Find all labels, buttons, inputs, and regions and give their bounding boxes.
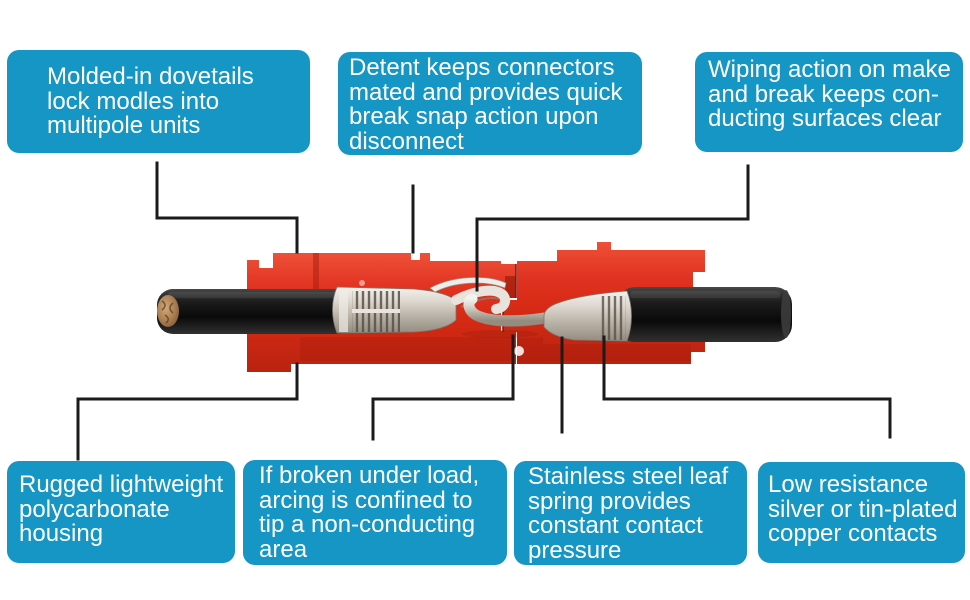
leader-line-contacts [602, 335, 892, 439]
callout-low-resistance: Low resistance silver or tin-plated copp… [758, 462, 965, 563]
leader-line-housing [76, 362, 299, 461]
leader-line-dovetails [155, 161, 299, 254]
right-contact-shape [463, 290, 632, 342]
leader-lines [76, 161, 892, 461]
left-cable-shape [157, 289, 353, 334]
glare-highlights [359, 280, 538, 356]
callout-leaf-spring: Stainless steel leaf spring provides con… [514, 461, 747, 565]
left-contact-shape [332, 277, 511, 334]
right-cable-shape [618, 287, 792, 342]
copper-strands-shape [157, 295, 179, 327]
callout-molded-dovetails: Molded-in dovetails lock modles into mul… [7, 50, 310, 153]
left-leaf-spring-shape [429, 277, 507, 293]
callout-arcing: If broken under load, arcing is confined… [243, 460, 507, 565]
housing-inner-shading [300, 253, 691, 362]
leader-line-wiping [475, 164, 750, 292]
callout-wiping-action: Wiping action on make and break keeps co… [695, 52, 963, 152]
leader-line-arcing [371, 334, 515, 441]
callout-housing: Rugged lightweight polycarbonate housing [7, 461, 235, 563]
callout-detent: Detent keeps connectors mated and provid… [338, 52, 642, 155]
